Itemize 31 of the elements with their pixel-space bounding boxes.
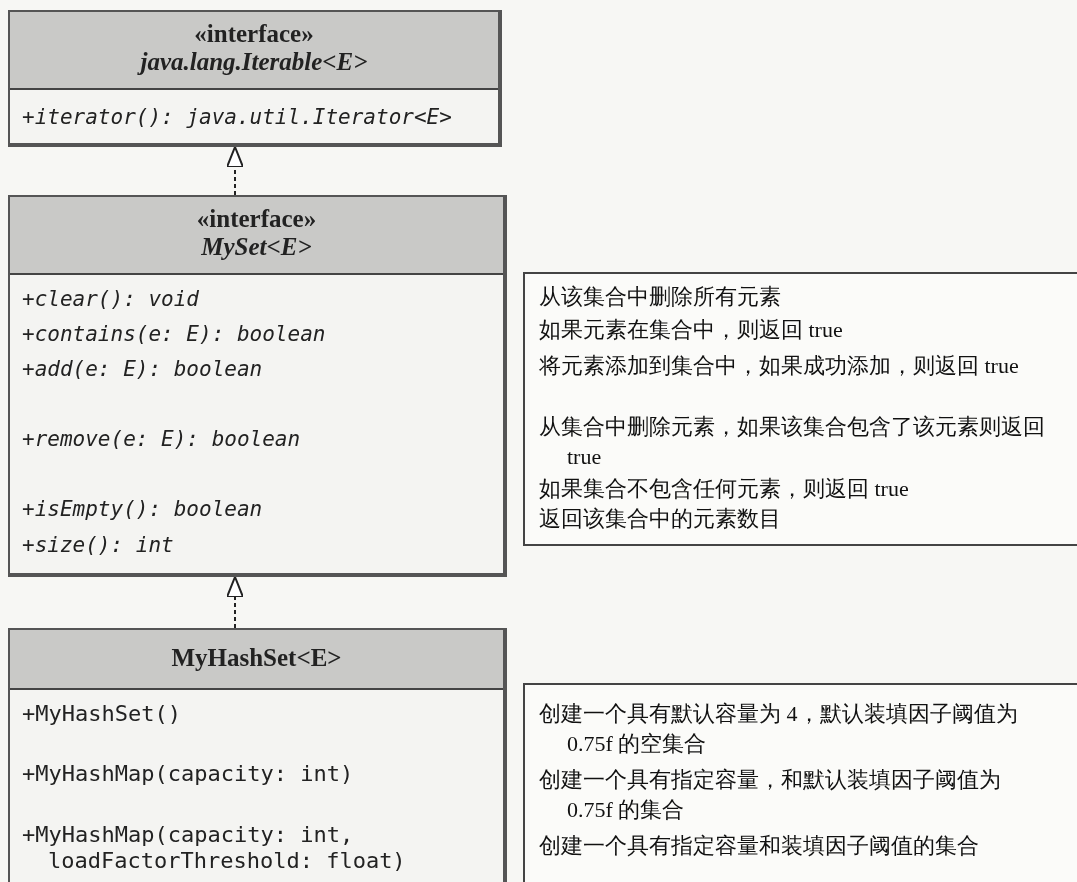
class-box: [8, 628, 507, 882]
method-signature: +remove(e: E): boolean: [22, 426, 301, 452]
description-text: 将元素添加到集合中，如果成功添加，则返回 true: [539, 352, 1020, 380]
method-signature: +isEmpty(): boolean: [22, 496, 263, 522]
class-box: [8, 10, 502, 147]
method-signature: +MyHashMap(capacity: int, loadFactorThreshold: float): [22, 822, 407, 874]
realization-arrow: [226, 146, 244, 196]
method-signature: +clear(): void: [22, 286, 199, 312]
method-signature: +MyHashSet(): [22, 701, 182, 727]
stereotype-label: «interface»: [193, 20, 315, 48]
class-name: MyHashSet<E>: [170, 644, 343, 672]
method-signature: +add(e: E): boolean: [22, 356, 263, 382]
description-text: 如果元素在集合中，则返回 true: [539, 316, 844, 344]
method-signature: +MyHashMap(capacity: int): [22, 761, 355, 787]
class-box: [8, 195, 507, 577]
description-text: 从集合中删除元素，如果该集合包含了该元素则返回 true: [539, 413, 1046, 471]
method-signature: +contains(e: E): boolean: [22, 321, 326, 347]
description-text: 创建一个具有指定容量和装填因子阈值的集合: [539, 832, 980, 860]
description-text: 从该集合中删除所有元素: [539, 283, 782, 311]
description-text: 创建一个具有指定容量，和默认装填因子阈值为0.75f 的集合: [539, 766, 1002, 824]
description-text: 创建一个具有默认容量为 4，默认装填因子阈值为0.75f 的空集合: [539, 700, 1019, 758]
method-signature: +size(): int: [22, 532, 174, 558]
realization-arrow: [226, 576, 244, 629]
description-text: 如果集合不包含任何元素，则返回 true: [539, 475, 910, 503]
class-name: MySet<E>: [200, 233, 313, 261]
note-box: [523, 272, 1077, 546]
class-name: java.lang.Iterable<E>: [10, 48, 498, 76]
stereotype-label: «interface»: [195, 205, 318, 233]
note-box: [523, 683, 1077, 882]
description-text: 返回该集合中的元素数目: [539, 505, 782, 533]
method-signature: +iterator(): java.util.Iterator<E>: [22, 104, 452, 130]
